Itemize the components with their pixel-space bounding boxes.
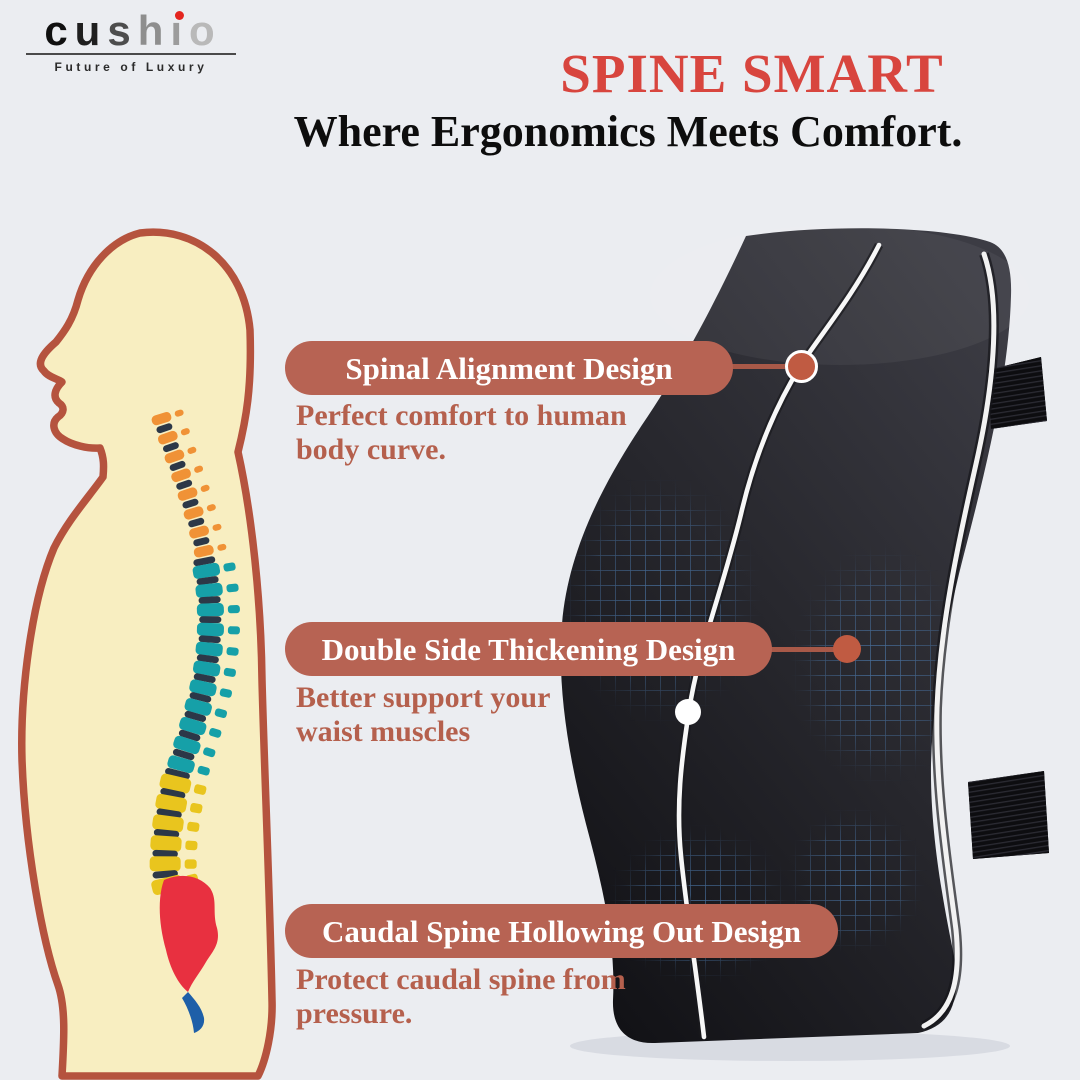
callout-pill: Caudal Spine Hollowing Out Design bbox=[285, 904, 838, 958]
logo-letter: c bbox=[44, 7, 75, 54]
callout-description: Protect caudal spine from pressure. bbox=[296, 963, 626, 1030]
body-silhouette bbox=[18, 228, 276, 1080]
marker-dot-icon bbox=[785, 350, 818, 383]
logo-letter: h bbox=[137, 7, 171, 54]
logo-letter: ı bbox=[170, 7, 190, 54]
sacrum-shape bbox=[159, 875, 218, 992]
spine-illustration bbox=[149, 409, 240, 895]
seam-dot-icon bbox=[675, 699, 701, 725]
marker-dot-icon bbox=[833, 635, 861, 663]
callout-pill: Double Side Thickening Design bbox=[285, 622, 772, 676]
page-title: SPINE SMART bbox=[560, 43, 944, 104]
page-subtitle: Where Ergonomics Meets Comfort. bbox=[293, 107, 963, 156]
elastic-strap-top bbox=[988, 357, 1047, 429]
coccyx-shape bbox=[182, 992, 205, 1033]
logo-letter: s bbox=[107, 7, 138, 54]
logo-letter: o bbox=[189, 7, 222, 54]
elastic-strap-bottom bbox=[968, 771, 1049, 859]
logo-letter-dot-icon bbox=[174, 11, 184, 20]
callout-description: Perfect comfort to human body curve. bbox=[296, 399, 627, 466]
callout-description: Better support your waist muscles bbox=[296, 681, 551, 748]
brand-tagline: Future of Luxury bbox=[54, 60, 208, 74]
edge-piping bbox=[921, 252, 999, 1031]
logo-letter: u bbox=[74, 7, 108, 54]
callout-pill: Spinal Alignment Design bbox=[285, 341, 733, 395]
